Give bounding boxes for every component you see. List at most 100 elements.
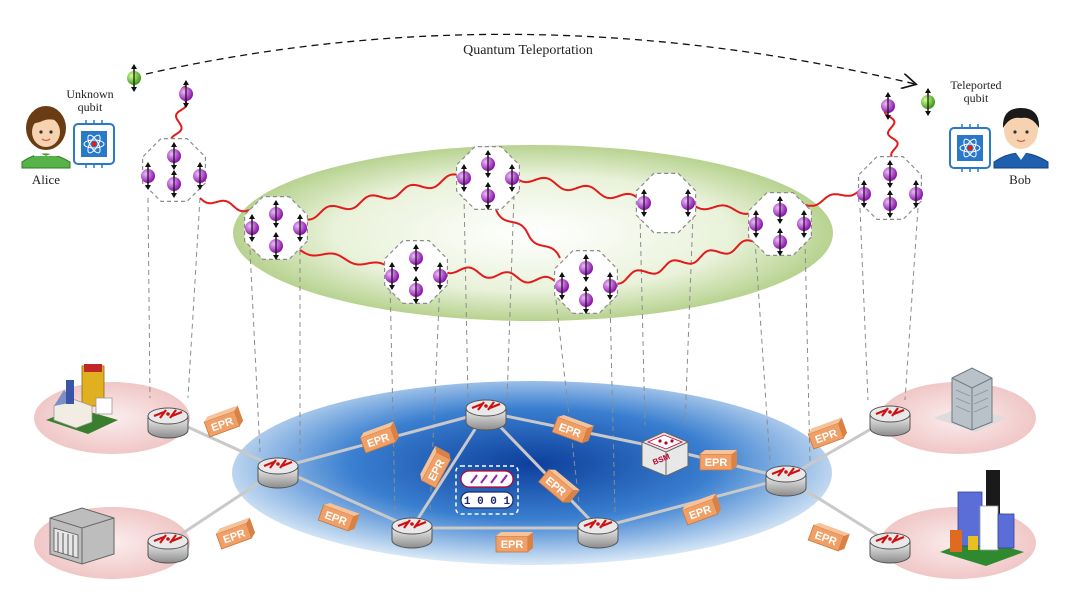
bob-name: Bob (1009, 172, 1031, 187)
qubit-cluster (748, 192, 812, 256)
qubit (883, 160, 897, 188)
qubit (433, 262, 447, 290)
qubit (505, 164, 519, 192)
epr-block: EPR (681, 493, 722, 526)
memory-bits: 1 0 0 1 (464, 496, 511, 508)
router-icon (869, 405, 911, 437)
qubit-cluster (857, 156, 923, 220)
router-icon (147, 532, 189, 564)
qubit (881, 92, 895, 120)
router-icon (391, 517, 433, 549)
entanglement-link (692, 204, 756, 215)
epr-block: EPR (807, 417, 848, 450)
entanglement-link (513, 175, 641, 201)
teleportation-arc (145, 33, 915, 84)
outer-qubits (127, 64, 935, 120)
qubit (797, 210, 811, 238)
alice-name: Alice (32, 172, 60, 187)
entanglement-link (439, 266, 557, 284)
server-icon (49, 507, 115, 565)
router-icon (147, 407, 189, 439)
qubit-cluster (554, 250, 618, 314)
routers (147, 399, 911, 564)
bob-qubit-label-line1: Teleported (950, 78, 1001, 92)
router-icon (257, 457, 299, 489)
entanglement-link (299, 173, 463, 221)
qubit (457, 164, 471, 192)
entanglement-link (804, 189, 861, 207)
qubit (603, 272, 617, 300)
epr-block: EPR (538, 469, 580, 503)
qubit (245, 214, 259, 242)
entanglement-link (883, 105, 899, 161)
epr-block: EPR (359, 421, 400, 454)
qubit (579, 286, 593, 314)
alice-qubit-label-line2: qubit (78, 100, 103, 114)
quantum-memory-icon: 1 0 0 1 (455, 465, 519, 515)
entangled-nodes (141, 138, 923, 314)
qubit (555, 272, 569, 300)
quantum-chip-icon (949, 124, 991, 172)
qubit (637, 189, 651, 217)
alice-avatar (21, 106, 71, 169)
qubit (773, 228, 787, 256)
diagram-title: Quantum Teleportation (463, 43, 593, 58)
qubit-cluster (244, 196, 308, 260)
qubit (481, 182, 495, 210)
entanglement-links (170, 85, 899, 285)
epr-block: EPR (699, 450, 737, 471)
qubit (193, 162, 207, 190)
entanglement-link (299, 249, 391, 269)
qubit (293, 214, 307, 242)
qubit (681, 189, 695, 217)
bob-avatar (993, 108, 1049, 169)
router-icon (869, 532, 911, 564)
projection-lines (147, 194, 919, 513)
qubit (409, 276, 423, 304)
building-icon (934, 367, 1006, 432)
epr-block: EPR (215, 517, 256, 550)
entanglement-layer-ellipse (233, 145, 833, 321)
qubit-cluster (141, 138, 207, 202)
entanglement-link (495, 209, 561, 259)
epr-block: EPR (203, 405, 244, 438)
building-icon (46, 364, 118, 434)
epr-block: EPR (551, 414, 594, 444)
router-icon (765, 465, 807, 497)
bob-qubit-label-line2: qubit (964, 91, 989, 105)
qubit (385, 262, 399, 290)
router-icon (465, 399, 507, 431)
qubit (579, 254, 593, 282)
qubit (141, 162, 155, 190)
quantum-chip-icon (73, 120, 115, 168)
epr-label: EPR (501, 539, 524, 551)
qubit (749, 210, 763, 238)
qubit-cluster (635, 172, 697, 234)
qubit (883, 190, 897, 218)
qubit (179, 80, 193, 108)
skyscraper-icon (940, 470, 1024, 566)
entanglement-link (199, 197, 251, 213)
alice-qubit-label-line1: Unknown (66, 87, 113, 101)
epr-label: EPR (705, 457, 728, 469)
qubit (909, 180, 923, 208)
entanglement-link (609, 239, 756, 285)
qubit-green (127, 64, 141, 92)
qubit (269, 200, 283, 228)
qubit (167, 142, 181, 170)
router-icon (577, 517, 619, 549)
qubit-green (921, 88, 935, 116)
qubit (773, 196, 787, 224)
qubit (857, 180, 871, 208)
epr-block: EPR (807, 522, 850, 552)
qubit (269, 232, 283, 260)
epr-block: EPR (495, 532, 533, 553)
qubit-cluster (384, 240, 448, 304)
qubit-cluster (456, 146, 520, 210)
qubit (167, 170, 181, 198)
epr-block: EPR (317, 502, 360, 532)
bsm-device-icon: BSM (641, 431, 689, 477)
qubit (481, 150, 495, 178)
qubit (409, 244, 423, 272)
